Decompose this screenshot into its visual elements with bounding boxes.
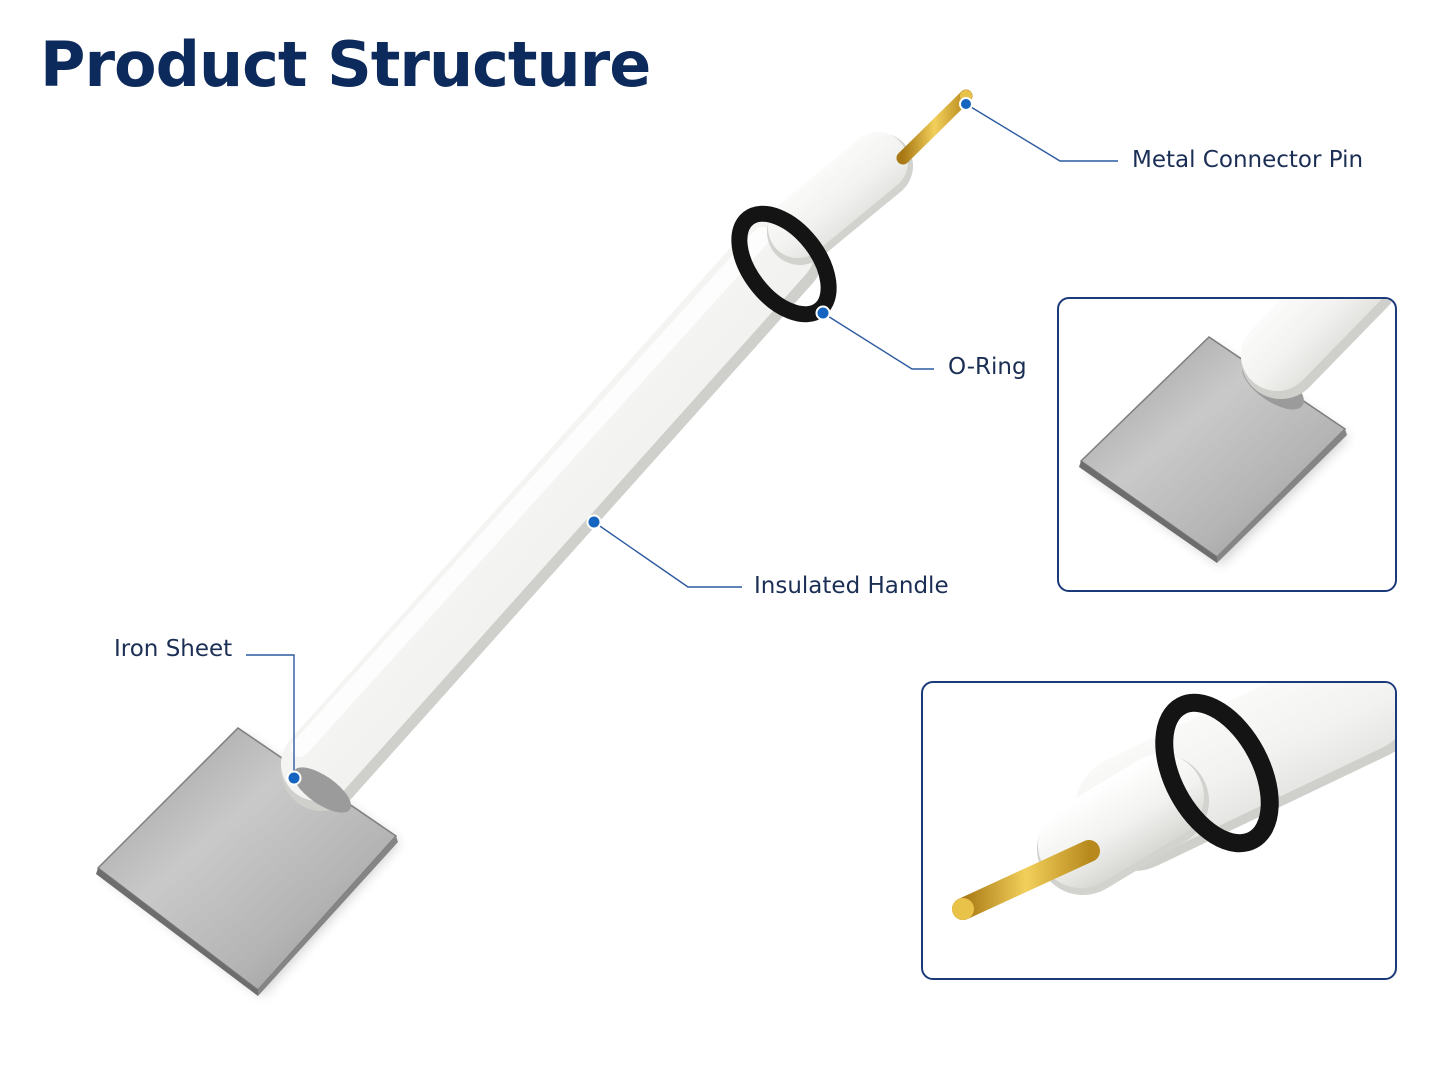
marker-sheet	[286, 770, 302, 786]
sheet-socket	[293, 767, 351, 813]
insulated-handle	[281, 213, 823, 811]
leader-line-oring	[822, 312, 934, 370]
leader-line-pin	[965, 103, 1118, 162]
connector-pin-detail-image	[952, 683, 1395, 920]
page-title: Product Structure	[40, 28, 651, 101]
iron-sheet-detail-image	[1079, 299, 1394, 565]
inset-connector-pin-detail	[921, 681, 1397, 980]
handle-cap	[767, 132, 913, 265]
marker-handle	[586, 514, 602, 530]
label-insulated-handle: Insulated Handle	[754, 573, 949, 599]
label-o-ring: O-Ring	[948, 354, 1027, 380]
label-iron-sheet: Iron Sheet	[114, 636, 233, 662]
marker-pin	[959, 97, 973, 111]
leader-line-handle	[593, 521, 742, 588]
leader-line-sheet	[246, 654, 295, 778]
label-metal-connector-pin: Metal Connector Pin	[1132, 147, 1364, 173]
inset-iron-sheet-detail	[1057, 297, 1397, 592]
marker-oring	[815, 305, 831, 321]
